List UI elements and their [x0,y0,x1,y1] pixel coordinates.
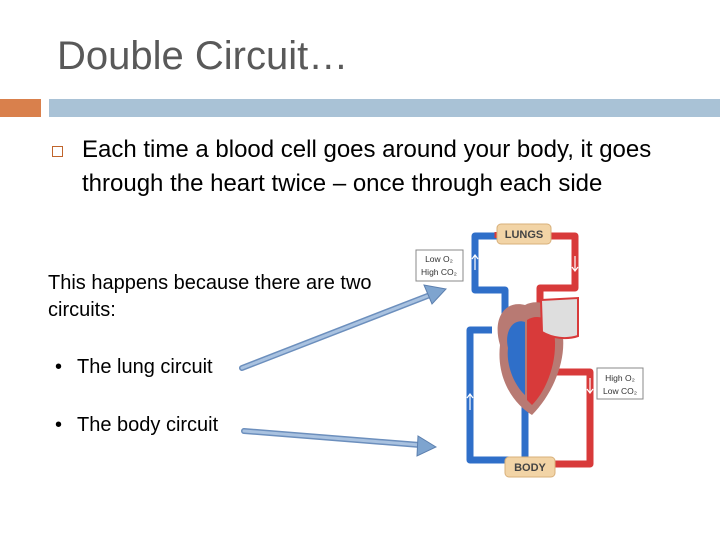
lung-box-line1: Low O₂ [425,254,453,264]
body-gas-info-box: High O₂ Low CO₂ [597,368,643,399]
heart-illustration [498,298,578,415]
lung-gas-info-box: Low O₂ High CO₂ [416,250,463,281]
lung-box-line2: High CO₂ [421,267,457,277]
body-box-line2: Low CO₂ [603,386,637,396]
pointer-arrow-lung [242,285,446,368]
pointer-arrow-body [244,431,436,456]
body-label-tag: BODY [505,457,555,477]
body-label: BODY [514,462,546,474]
lungs-label: LUNGS [505,229,544,241]
lungs-label-tag: LUNGS [497,224,551,244]
body-box-line1: High O₂ [605,373,635,383]
